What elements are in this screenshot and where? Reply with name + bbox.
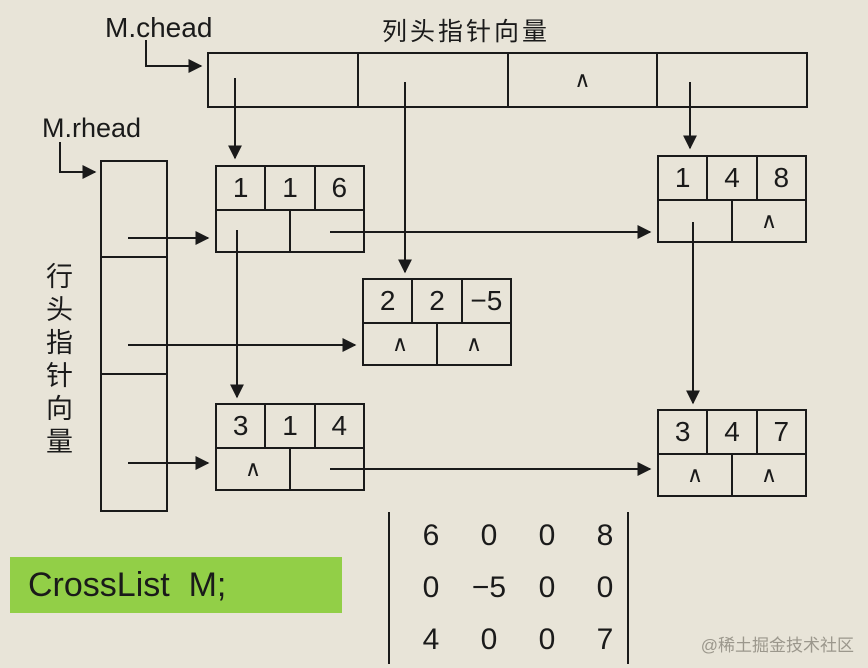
- node-col-value: 1: [266, 167, 316, 209]
- row-pointer-cell-3: [102, 375, 166, 510]
- col-pointer-cell-2: [359, 54, 509, 106]
- sparse-matrix: 6 0 0 8 0 −5 0 0 4 0 0 7: [402, 510, 634, 666]
- node-right-pointer: ∧: [760, 208, 778, 233]
- crosslist-declaration: CrossList M;: [10, 557, 342, 613]
- node-right-pointer: [291, 449, 363, 489]
- matrix-value: 4: [422, 623, 440, 656]
- node-elem-value: 4: [331, 410, 348, 441]
- node-2-2-minus5: 2 2 −5 ∧ ∧: [362, 278, 512, 366]
- node-down-pointer: ∧: [659, 455, 733, 495]
- row-pointer-array: [100, 160, 168, 512]
- node-elem-value: 7: [773, 416, 790, 447]
- node-down-pointer: [217, 211, 291, 251]
- matrix-row: 6 0 0 8: [402, 510, 634, 562]
- matrix-row: 0 −5 0 0: [402, 562, 634, 614]
- node-1-4-8: 1 4 8 ∧: [657, 155, 807, 243]
- matrix-value: 0: [538, 623, 556, 656]
- node-row-value: 1: [217, 167, 267, 209]
- matrix-row: 4 0 0 7: [402, 614, 634, 666]
- row-vector-title: 行头指针向量: [42, 262, 72, 460]
- matrix-value: 0: [422, 571, 440, 604]
- matrix-value: 0: [480, 519, 498, 552]
- rhead-label: M.rhead: [42, 113, 142, 143]
- node-elem-value: −5: [470, 285, 503, 316]
- chead-label: M.chead: [105, 12, 213, 43]
- row-pointer-cell-1: [102, 162, 166, 258]
- node-right-pointer: [291, 211, 363, 251]
- matrix-value: 0: [596, 571, 614, 604]
- node-col-value: 4: [708, 411, 758, 453]
- matrix-value: −5: [471, 571, 507, 604]
- node-right-pointer: ∧: [760, 462, 778, 487]
- node-row-value: 2: [364, 280, 414, 322]
- node-3-4-7: 3 4 7 ∧ ∧: [657, 409, 807, 497]
- node-elem-value: 8: [773, 162, 790, 193]
- node-row-value: 3: [659, 411, 709, 453]
- matrix-left-bracket: [388, 512, 390, 664]
- matrix-value: 0: [538, 571, 556, 604]
- node-down-pointer: ∧: [217, 449, 291, 489]
- matrix-value: 6: [422, 519, 440, 552]
- col-pointer-cell-3: ∧: [509, 54, 659, 106]
- node-col-value: 4: [708, 157, 758, 199]
- rhead-arrow: [59, 142, 97, 179]
- matrix-right-bracket: [627, 512, 629, 664]
- matrix-value: 0: [538, 519, 556, 552]
- column-vector-title: 列头指针向量: [382, 18, 551, 46]
- node-elem-value: 6: [331, 172, 348, 203]
- node-3-1-4: 3 1 4 ∧: [215, 403, 365, 491]
- node-row-value: 1: [659, 157, 709, 199]
- node-row-value: 3: [217, 405, 267, 447]
- node-down-pointer: ∧: [364, 324, 438, 364]
- node-right-pointer: ∧: [465, 331, 483, 356]
- node-col-value: 2: [413, 280, 463, 322]
- matrix-value: 8: [596, 519, 614, 552]
- node-down-pointer: [659, 201, 733, 241]
- col-pointer-cell-1: [209, 54, 359, 106]
- node-1-1-6: 1 1 6: [215, 165, 365, 253]
- matrix-value: 7: [596, 623, 614, 656]
- node-col-value: 1: [266, 405, 316, 447]
- watermark: @稀土掘金技术社区: [700, 636, 854, 655]
- column-pointer-array: ∧: [207, 52, 808, 108]
- col-pointer-cell-4: [658, 54, 806, 106]
- matrix-value: 0: [480, 623, 498, 656]
- row-pointer-cell-2: [102, 258, 166, 375]
